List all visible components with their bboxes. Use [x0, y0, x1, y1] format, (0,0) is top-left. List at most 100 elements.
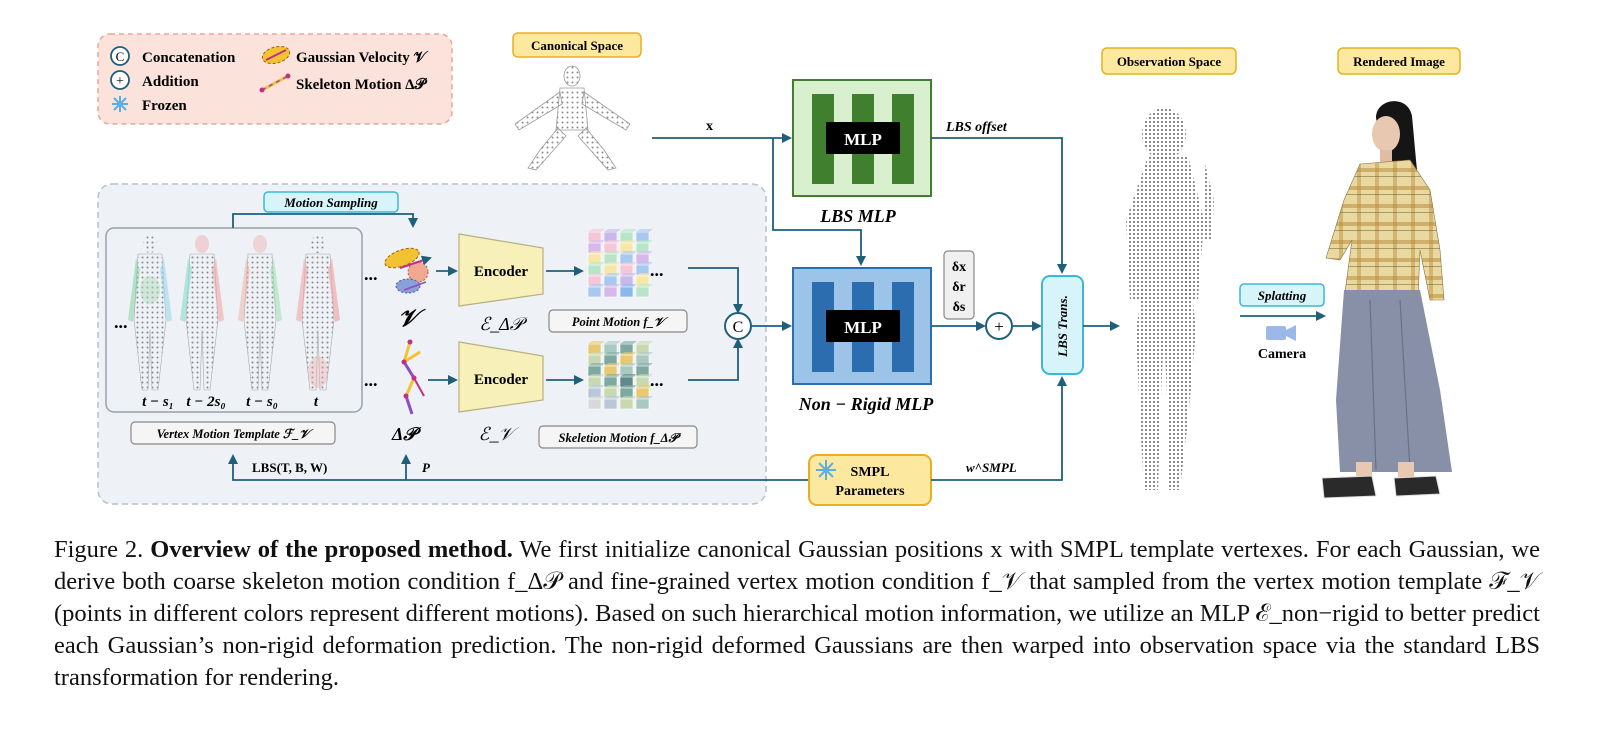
feature-cube-top — [604, 251, 621, 254]
gaussian-velocity-cluster — [384, 247, 432, 294]
body-3 — [238, 235, 282, 391]
rendered-image-tag: Rendered Image — [1337, 47, 1461, 75]
feature-cube-top — [620, 374, 637, 377]
add-node: + — [985, 312, 1013, 340]
svg-text:Encoder: Encoder — [474, 264, 529, 280]
feature-cube-top — [588, 240, 605, 243]
caption-title: Overview of the proposed method. — [150, 536, 513, 563]
feature-cube-top — [588, 374, 605, 377]
smpl-parameters-box: SMPL Parameters — [808, 454, 932, 506]
svg-text:LBS Trans.: LBS Trans. — [1055, 295, 1070, 358]
feature-cube-top — [588, 341, 605, 344]
body-2 — [180, 235, 224, 391]
feature-cube-top — [604, 262, 621, 265]
time-labels: t − s₁ t − 2s₀ t − s₀ t — [142, 394, 319, 410]
time-label-0: t − s₁ — [142, 394, 174, 410]
feature-cube — [619, 398, 634, 410]
arrow-bottom-to-concat — [688, 338, 743, 381]
gaussian-ellipse-icon — [261, 45, 291, 65]
canonical-body-figure — [514, 65, 631, 171]
observation-gaussian-figure — [1126, 108, 1214, 490]
feature-cube-top — [604, 363, 621, 366]
svg-text:MLP: MLP — [844, 318, 882, 337]
feature-cube — [635, 398, 650, 410]
svg-text:+: + — [994, 317, 1004, 336]
feature-cube-top — [620, 352, 637, 355]
feature-cube-top — [588, 385, 605, 388]
time-label-1: t − 2s₀ — [186, 394, 225, 410]
arrow-x-to-nonrigid — [772, 138, 866, 266]
canonical-space-tag: Canonical Space — [512, 32, 642, 58]
feature-cube-top — [620, 385, 637, 388]
template-ellipsis: ... — [114, 312, 128, 332]
legend-skeleton: Skeleton Motion Δ𝒫 — [296, 77, 428, 93]
legend-frozen: Frozen — [142, 98, 187, 114]
rendered-person-image — [1321, 101, 1452, 499]
encoder-bottom-symbol: ℰ_𝒱 — [479, 424, 520, 444]
point-motion-cubes — [587, 229, 653, 298]
motion-sampling-tag: Motion Sampling — [263, 191, 399, 213]
svg-text:Point Motion f_𝒱: Point Motion f_𝒱 — [572, 315, 669, 329]
skeleton-icon — [259, 73, 291, 93]
p-label: P — [422, 460, 431, 475]
skeleton-cluster — [401, 339, 425, 415]
feature-cube-top — [636, 240, 653, 243]
feature-cube-top — [588, 262, 605, 265]
svg-text:Parameters: Parameters — [835, 484, 905, 499]
svg-text:Vertex Motion Template ℱ_𝒱: Vertex Motion Template ℱ_𝒱 — [157, 427, 314, 441]
feature-cube-top — [636, 251, 653, 254]
snowflake-icon — [816, 460, 836, 480]
svg-text:Observation Space: Observation Space — [1117, 54, 1222, 69]
template-bodies — [128, 235, 340, 391]
feature-cube-top — [588, 229, 605, 232]
feature-cube-top — [620, 229, 637, 232]
svg-text:Rendered Image: Rendered Image — [1353, 54, 1445, 69]
feature-cube-top — [588, 273, 605, 276]
feature-cube-top — [604, 273, 621, 276]
caption-body: We first initialize canonical Gaussian p… — [54, 536, 1540, 691]
x-label: x — [706, 119, 713, 134]
figure-caption: Figure 2. Overview of the proposed metho… — [54, 534, 1540, 694]
feature-cube — [603, 286, 618, 298]
feature-cube-top — [588, 251, 605, 254]
encoder-bottom: Encoder — [458, 341, 544, 413]
feature-cube-top — [636, 341, 653, 344]
svg-text:C: C — [733, 319, 744, 336]
method-diagram: C Concatenation + Addition Frozen Gaussi… — [97, 32, 1461, 506]
nonrigid-mlp-caption: Non − Rigid MLP — [798, 394, 934, 414]
lbs-trans-block: LBS Trans. — [1041, 275, 1084, 375]
svg-text:δx: δx — [952, 260, 966, 275]
velocity-ellipsis: ... — [364, 264, 378, 284]
camera-label: Camera — [1258, 347, 1306, 362]
legend-concatenation: Concatenation — [142, 50, 236, 66]
feature-cube-top — [620, 284, 637, 287]
legend-addition: Addition — [142, 74, 199, 90]
svg-text:Motion Sampling: Motion Sampling — [283, 195, 378, 210]
circle-plus-icon: + — [110, 70, 130, 90]
motion-sampling-arrow — [232, 213, 418, 228]
feature-cube-top — [588, 284, 605, 287]
dp-symbol: Δ𝒫 — [391, 424, 421, 444]
delta-box: δx δr δs — [943, 250, 975, 320]
feature-cube — [587, 286, 602, 298]
feature-cube-top — [604, 229, 621, 232]
body-1 — [128, 235, 172, 391]
feature-cube-top — [620, 273, 637, 276]
feature-cube-top — [620, 341, 637, 344]
splatting-tag: Splatting — [1239, 283, 1325, 307]
time-label-2: t − s₀ — [246, 394, 278, 410]
feature-cube — [587, 398, 602, 410]
arrow-top-to-concat — [688, 267, 743, 314]
legend-velocity: Gaussian Velocity 𝒱 — [296, 50, 429, 66]
body-4 — [296, 235, 340, 391]
skeleton-ellipsis: ... — [364, 370, 378, 390]
feature-cube-top — [620, 251, 637, 254]
feature-cube-top — [604, 352, 621, 355]
lbs-tbw-label: LBS(T, B, W) — [252, 460, 327, 475]
feature-cube-top — [604, 374, 621, 377]
point-motion-label: Point Motion f_𝒱 — [548, 309, 688, 333]
arrow-lbs-offset — [931, 137, 1067, 274]
camera-icon — [1266, 325, 1296, 341]
feature-cube-top — [636, 284, 653, 287]
svg-text:MLP: MLP — [844, 130, 882, 149]
